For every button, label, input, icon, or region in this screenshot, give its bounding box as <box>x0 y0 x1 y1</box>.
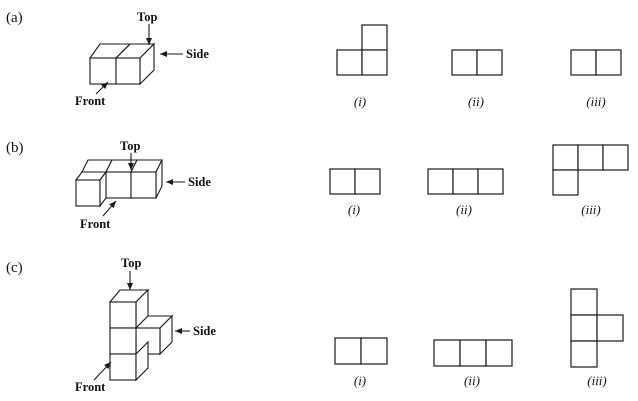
front-label: Front <box>75 94 106 108</box>
view-cell <box>476 49 503 76</box>
view-cell <box>570 314 598 342</box>
problem-a-label: (a) <box>6 10 23 26</box>
problem-b-views: (i) (ii) (iii) <box>329 144 629 217</box>
view-cell <box>334 337 362 365</box>
solid-b-front-cube-side <box>99 170 107 208</box>
view-cell <box>427 168 454 195</box>
view-caption: (iii) <box>587 373 607 388</box>
view-caption: (ii) <box>468 94 484 109</box>
solid-b-front-face-3 <box>130 171 157 199</box>
view-cell <box>552 169 579 196</box>
view-1: (i) <box>334 337 388 388</box>
view-caption: (i) <box>348 202 360 217</box>
view-cell <box>477 168 504 195</box>
view-cell <box>336 49 363 76</box>
front-arrow <box>102 200 117 217</box>
view-2: (ii) <box>451 49 503 109</box>
view-3: (iii) <box>570 288 624 388</box>
problem-c-label: (c) <box>6 260 23 276</box>
view-cell <box>354 168 381 195</box>
problem-b-solid <box>74 159 163 208</box>
top-label: Top <box>120 139 140 153</box>
problem-b-label: (b) <box>6 140 24 156</box>
solid-c-front-1 <box>109 301 137 329</box>
view-cell <box>485 339 513 367</box>
view-cell <box>360 337 388 365</box>
view-2: (ii) <box>427 168 504 217</box>
solid-a-front-face-2 <box>115 57 141 85</box>
view-cell <box>602 144 629 171</box>
view-cell <box>452 168 479 195</box>
view-1: (i) <box>336 24 388 109</box>
problem-c: (c) Top Side Front (i) (ii) (iii) <box>6 256 624 394</box>
front-arrow <box>95 81 109 95</box>
view-cell <box>361 24 388 51</box>
front-arrow <box>93 361 112 381</box>
view-caption: (ii) <box>464 373 480 388</box>
view-caption: (i) <box>354 373 366 388</box>
top-label: Top <box>137 10 157 24</box>
view-cell <box>596 314 624 342</box>
side-label: Side <box>186 47 209 61</box>
front-label: Front <box>75 380 106 394</box>
problem-a-views: (i) (ii) (iii) <box>336 24 622 109</box>
problem-c-views: (i) (ii) (iii) <box>334 288 624 388</box>
view-cell <box>595 49 622 76</box>
view-caption: (ii) <box>456 202 472 217</box>
solid-c-lower-side <box>135 340 149 382</box>
solid-b-front-face-1 <box>75 179 101 207</box>
view-3: (iii) <box>570 49 622 109</box>
front-label: Front <box>80 217 111 231</box>
view-cell <box>329 168 356 195</box>
problem-a: (a) Top Side Front (i) (ii) (iii) <box>6 10 622 109</box>
view-cell <box>459 339 487 367</box>
view-caption: (iii) <box>586 94 606 109</box>
view-2: (ii) <box>433 339 513 388</box>
problem-c-solid <box>108 288 174 382</box>
view-1: (i) <box>329 168 381 217</box>
solid-b-front-face-2 <box>105 171 132 199</box>
view-cell <box>552 144 579 171</box>
view-cell <box>433 339 461 367</box>
solid-c-front-3 <box>109 353 137 381</box>
problem-a-solid <box>88 42 156 86</box>
view-cell <box>577 144 604 171</box>
view-cell <box>451 49 478 76</box>
side-label: Side <box>188 175 211 189</box>
view-caption: (i) <box>354 94 366 109</box>
view-cell <box>361 49 388 76</box>
problem-b: (b) Top Side Front (i) (ii) (iii) <box>6 139 629 231</box>
view-3: (iii) <box>552 144 629 217</box>
side-label: Side <box>193 324 216 338</box>
solid-c-front-2 <box>109 327 137 355</box>
view-cell <box>570 288 598 316</box>
view-cell <box>570 340 598 368</box>
solid-a-front-face-1 <box>89 57 117 85</box>
top-label: Top <box>121 256 141 270</box>
view-caption: (iii) <box>581 202 601 217</box>
view-cell <box>570 49 597 76</box>
